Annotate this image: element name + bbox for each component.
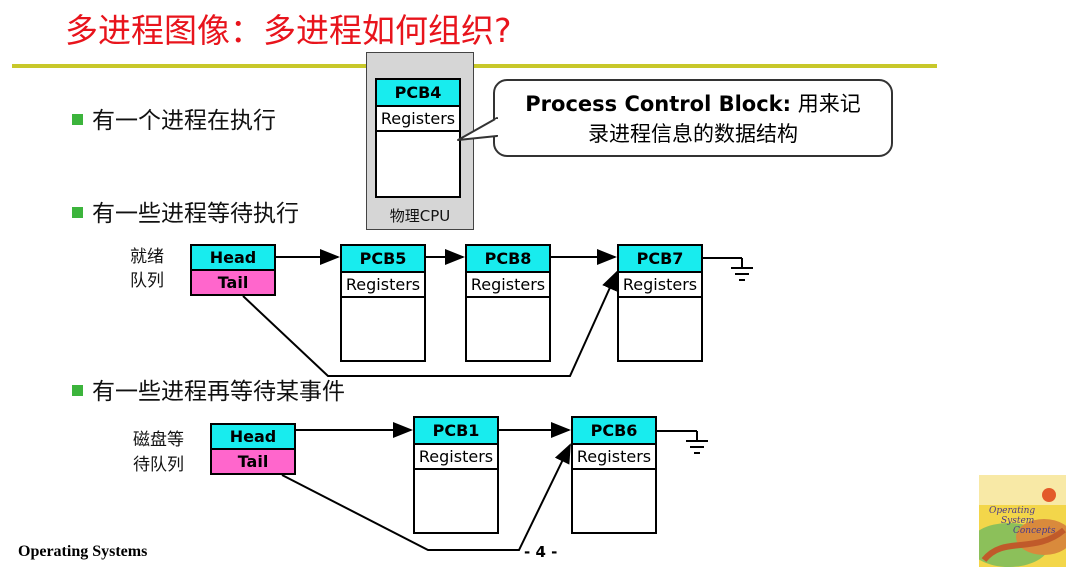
callout-text-2: 录进程信息的数据结构 <box>588 122 798 146</box>
wait-queue-head-tail: Head Tail <box>210 423 296 475</box>
pcb-running: PCB4 Registers <box>375 78 461 198</box>
pcb-ready-1: PCB5 Registers <box>340 244 426 362</box>
pcb-ready-3: PCB7 Registers <box>617 244 703 362</box>
queue-head: Head <box>192 246 274 271</box>
pcb-callout: Process Control Block: 用来记 录进程信息的数据结构 <box>493 79 893 157</box>
ground-icon <box>731 258 753 281</box>
bullet-running: 有一个进程在执行 <box>72 106 276 136</box>
bullet-square-icon <box>72 385 83 396</box>
pcb-ready-2: PCB8 Registers <box>465 244 551 362</box>
bullet-waiting-text: 有一些进程再等待某事件 <box>92 379 345 405</box>
book-title-line-1: Operating <box>989 506 1035 516</box>
pcb-registers: Registers <box>573 445 655 470</box>
book-title-line-2: System <box>1001 516 1034 526</box>
bullet-square-icon <box>72 114 83 125</box>
bullet-ready-text: 有一些进程等待执行 <box>92 201 299 227</box>
ground-icon <box>686 431 708 454</box>
callout-text-1: 用来记 <box>791 92 861 116</box>
pcb-registers: Registers <box>619 273 701 298</box>
bullet-square-icon <box>72 207 83 218</box>
ready-queue-head-tail: Head Tail <box>190 244 276 296</box>
callout-pointer <box>457 117 498 141</box>
page-number: - 4 - <box>524 543 558 561</box>
wait-queue-label-1: 磁盘等 <box>133 430 184 450</box>
pcb-wait-2: PCB6 Registers <box>571 416 657 534</box>
title-divider <box>12 64 937 68</box>
book-title-line-3: Concepts <box>1013 526 1056 536</box>
bullet-waiting: 有一些进程再等待某事件 <box>72 377 345 407</box>
pcb-registers: Registers <box>342 273 424 298</box>
queue-head: Head <box>212 425 294 450</box>
bullet-running-text: 有一个进程在执行 <box>92 108 276 134</box>
footer-text: Operating Systems <box>18 543 148 560</box>
pcb-name: PCB5 <box>342 246 424 273</box>
slide-title: 多进程图像：多进程如何组织? <box>65 11 512 50</box>
cpu-label: 物理CPU <box>389 207 451 225</box>
pcb-name: PCB1 <box>415 418 497 445</box>
book-cover: Operating System Concepts <box>969 475 1072 567</box>
queue-tail: Tail <box>192 271 274 294</box>
ready-tail-arrow <box>242 270 618 377</box>
wait-tail-arrow <box>281 443 571 551</box>
pcb-wait-1: PCB1 Registers <box>413 416 499 534</box>
bullet-ready: 有一些进程等待执行 <box>72 199 299 229</box>
pcb-name: PCB7 <box>619 246 701 273</box>
wait-queue-label-2: 待队列 <box>133 455 184 475</box>
pcb-registers: Registers <box>467 273 549 298</box>
queue-tail: Tail <box>212 450 294 473</box>
pcb-registers: Registers <box>415 445 497 470</box>
pcb-name: PCB4 <box>377 80 459 107</box>
pcb-name: PCB8 <box>467 246 549 273</box>
pcb-name: PCB6 <box>573 418 655 445</box>
pcb-registers: Registers <box>377 107 459 132</box>
callout-bold: Process Control Block: <box>525 92 792 116</box>
ready-queue-label-1: 就绪 <box>130 247 164 267</box>
ready-queue-label-2: 队列 <box>130 271 164 291</box>
